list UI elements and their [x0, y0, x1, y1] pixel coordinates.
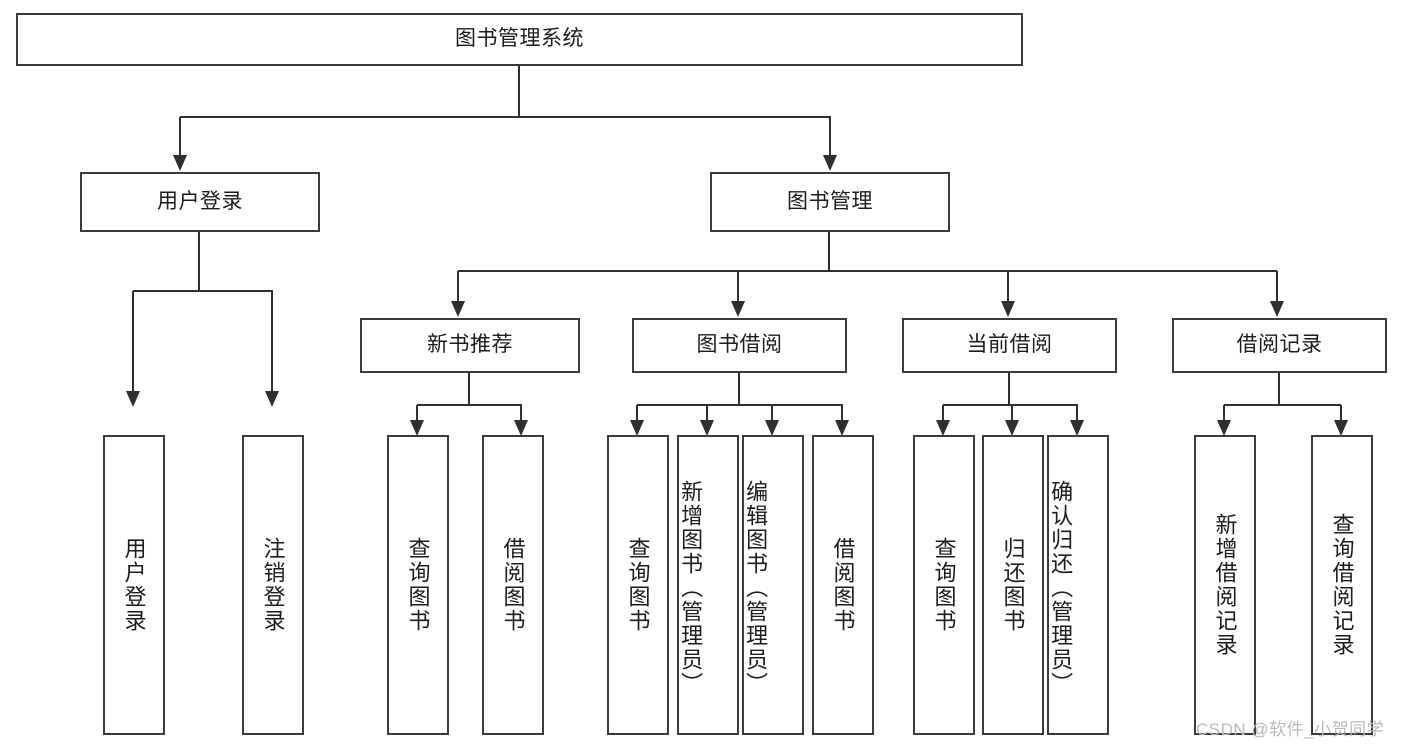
edge-book-manage-stem: [828, 232, 830, 272]
node-leaf-edit-book-admin-label: 编辑图书（管理员）: [743, 480, 769, 696]
edge-group-book-borrow-drop-1-arrow: [700, 420, 714, 436]
edge-book-manage-drop-0-line: [457, 271, 459, 301]
edge-user-login-bus: [133, 290, 273, 292]
edge-group-current-borrow-drop-1-arrow: [1005, 420, 1019, 436]
node-user-login-label: 用户登录: [157, 189, 243, 213]
edge-root-bus: [180, 116, 831, 118]
edge-group-borrow-record-bus: [1224, 404, 1341, 406]
node-leaf-query-book-2-label: 查询图书: [625, 537, 651, 633]
edge-group-book-borrow-stem: [738, 373, 740, 406]
edge-group-borrow-record-drop-1-line: [1340, 405, 1342, 420]
edge-group-current-borrow-drop-1-line: [1011, 405, 1013, 420]
edge-root-drop-0-arrow: [173, 155, 187, 171]
node-user-login[interactable]: 用户登录: [80, 172, 320, 232]
node-leaf-borrow-book-2-label: 借阅图书: [830, 537, 856, 633]
edge-book-manage-drop-1-line: [737, 271, 739, 301]
edge-group-new-book-stem: [468, 373, 470, 406]
node-root-label: 图书管理系统: [455, 27, 584, 51]
edge-group-book-borrow-drop-0-arrow: [630, 420, 644, 436]
edge-user-login-drop-0-arrow: [126, 391, 140, 407]
edge-group-current-borrow-drop-0-arrow: [936, 420, 950, 436]
edge-group-current-borrow-drop-2-arrow: [1070, 420, 1084, 436]
node-leaf-borrow-book-1[interactable]: 借阅图书: [482, 435, 544, 735]
edge-group-borrow-record-drop-1-arrow: [1334, 420, 1348, 436]
node-leaf-user-login[interactable]: 用户登录: [103, 435, 165, 735]
node-book-manage[interactable]: 图书管理: [710, 172, 950, 232]
node-current-borrow-label: 当前借阅: [966, 333, 1053, 357]
node-leaf-borrow-book-2[interactable]: 借阅图书: [812, 435, 874, 735]
edge-root-stem: [518, 66, 520, 118]
node-leaf-query-book-2[interactable]: 查询图书: [607, 435, 669, 735]
edge-book-manage-drop-2-arrow: [1001, 301, 1015, 317]
edge-group-book-borrow-drop-1-line: [706, 405, 708, 420]
node-leaf-add-book-admin[interactable]: 新增图书（管理员）: [677, 435, 739, 735]
edge-user-login-drop-0-line: [132, 291, 134, 391]
node-leaf-query-borrow-record-label: 查询借阅记录: [1329, 513, 1355, 657]
edge-book-manage-drop-3-arrow: [1270, 301, 1284, 317]
edge-group-book-borrow-drop-2-arrow: [765, 420, 779, 436]
edge-group-new-book-drop-1-arrow: [514, 420, 528, 436]
edge-book-manage-drop-0-arrow: [451, 301, 465, 317]
edge-user-login-stem: [198, 232, 200, 292]
node-leaf-query-book-1[interactable]: 查询图书: [387, 435, 449, 735]
node-new-book-recommend-label: 新书推荐: [427, 333, 513, 357]
node-leaf-query-borrow-record[interactable]: 查询借阅记录: [1311, 435, 1373, 735]
edge-book-manage-bus: [458, 270, 1277, 272]
node-leaf-borrow-book-1-label: 借阅图书: [500, 537, 526, 633]
edge-group-book-borrow-drop-3-arrow: [835, 420, 849, 436]
node-leaf-confirm-return-admin[interactable]: 确认归还（管理员）: [1047, 435, 1109, 735]
edge-group-current-borrow-stem: [1008, 373, 1010, 406]
edge-group-current-borrow-drop-2-line: [1076, 405, 1078, 420]
node-book-borrow[interactable]: 图书借阅: [632, 318, 847, 373]
edge-group-book-borrow-bus: [637, 404, 843, 406]
node-root[interactable]: 图书管理系统: [16, 13, 1023, 66]
edge-group-book-borrow-drop-0-line: [636, 405, 638, 420]
edge-root-drop-1-line: [829, 117, 831, 155]
edge-group-new-book-drop-0-arrow: [410, 420, 424, 436]
edge-group-new-book-drop-1-line: [520, 405, 522, 420]
node-leaf-user-login-label: 用户登录: [121, 537, 147, 633]
node-leaf-edit-book-admin[interactable]: 编辑图书（管理员）: [742, 435, 804, 735]
node-book-borrow-label: 图书借阅: [696, 333, 783, 357]
node-leaf-add-book-admin-label: 新增图书（管理员）: [678, 480, 704, 696]
node-leaf-logout-login-label: 注销登录: [260, 537, 286, 633]
edge-group-book-borrow-drop-2-line: [771, 405, 773, 420]
edge-group-borrow-record-drop-0-line: [1223, 405, 1225, 420]
node-leaf-query-book-3-label: 查询图书: [931, 537, 957, 633]
edge-book-manage-drop-2-line: [1007, 271, 1009, 301]
node-leaf-query-book-3[interactable]: 查询图书: [913, 435, 975, 735]
edge-book-manage-drop-1-arrow: [731, 301, 745, 317]
edge-user-login-drop-1-line: [271, 291, 273, 391]
edge-user-login-drop-1-arrow: [265, 391, 279, 407]
node-leaf-query-book-1-label: 查询图书: [405, 537, 431, 633]
node-borrow-record-label: 借阅记录: [1236, 333, 1323, 357]
edge-group-new-book-bus: [417, 404, 522, 406]
edge-group-borrow-record-stem: [1278, 373, 1280, 406]
node-borrow-record[interactable]: 借阅记录: [1172, 318, 1387, 373]
edge-group-borrow-record-drop-0-arrow: [1217, 420, 1231, 436]
node-leaf-confirm-return-admin-label: 确认归还（管理员）: [1048, 480, 1074, 696]
node-leaf-return-book-label: 归还图书: [1000, 537, 1026, 633]
edge-root-drop-1-arrow: [823, 155, 837, 171]
node-new-book-recommend[interactable]: 新书推荐: [360, 318, 580, 373]
edge-root-drop-0-line: [179, 117, 181, 155]
node-book-manage-label: 图书管理: [787, 189, 873, 213]
edge-group-book-borrow-drop-3-line: [841, 405, 843, 420]
edge-book-manage-drop-3-line: [1276, 271, 1278, 301]
node-leaf-add-borrow-record-label: 新增借阅记录: [1212, 513, 1238, 657]
node-leaf-return-book[interactable]: 归还图书: [982, 435, 1044, 735]
node-leaf-add-borrow-record[interactable]: 新增借阅记录: [1194, 435, 1256, 735]
node-current-borrow[interactable]: 当前借阅: [902, 318, 1117, 373]
edge-group-current-borrow-drop-0-line: [942, 405, 944, 420]
edge-group-current-borrow-bus: [943, 404, 1078, 406]
node-leaf-logout-login[interactable]: 注销登录: [242, 435, 304, 735]
edge-group-new-book-drop-0-line: [416, 405, 418, 420]
